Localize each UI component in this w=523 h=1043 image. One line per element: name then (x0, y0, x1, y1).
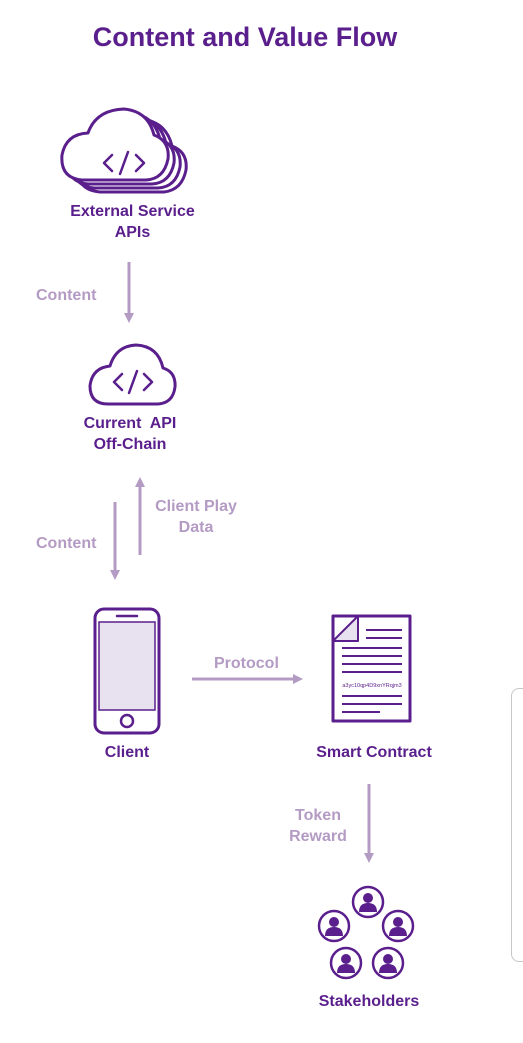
side-panel (511, 688, 523, 962)
node-label-line: APIs (114, 224, 151, 241)
node-stakeholders: Stakeholders (318, 993, 420, 1010)
user-icon (317, 909, 351, 943)
node-label-line: Current API (83, 415, 177, 432)
user-icon (381, 909, 415, 943)
edge-label-line: Client Play (155, 498, 237, 515)
node-smart-contract: Smart Contract (316, 744, 432, 761)
user-icon (351, 885, 385, 919)
node-current-api: Current API Off-Chain (60, 413, 200, 455)
cloud-code-icon (88, 343, 177, 406)
edge-label-line: Token (295, 807, 341, 824)
cloud-stack-code-icon (60, 107, 188, 194)
edge-label-protocol: Protocol (214, 655, 279, 672)
user-icon (329, 946, 363, 980)
node-external-service-apis: External Service APIs (50, 201, 215, 243)
user-icon (371, 946, 405, 980)
edge-label-token-reward: Token Reward (282, 805, 354, 847)
node-label-line: Off-Chain (93, 436, 167, 453)
node-label-line: External Service (70, 203, 195, 220)
stakeholder-group (317, 885, 415, 980)
edge-label-content-1: Content (36, 287, 97, 304)
edge-label-line: Reward (289, 828, 347, 845)
edge-label-line: Data (178, 519, 214, 536)
contract-address: a3yc10qp4D9xnYRqjm3 (342, 683, 401, 689)
node-client: Client (104, 744, 150, 761)
edge-label-content-2: Content (36, 535, 97, 552)
edge-label-client-play-data: Client Play Data (146, 496, 246, 538)
smartphone-icon (93, 607, 161, 735)
contract-document-icon (331, 614, 412, 723)
page-title: Content and Value Flow (92, 22, 398, 52)
